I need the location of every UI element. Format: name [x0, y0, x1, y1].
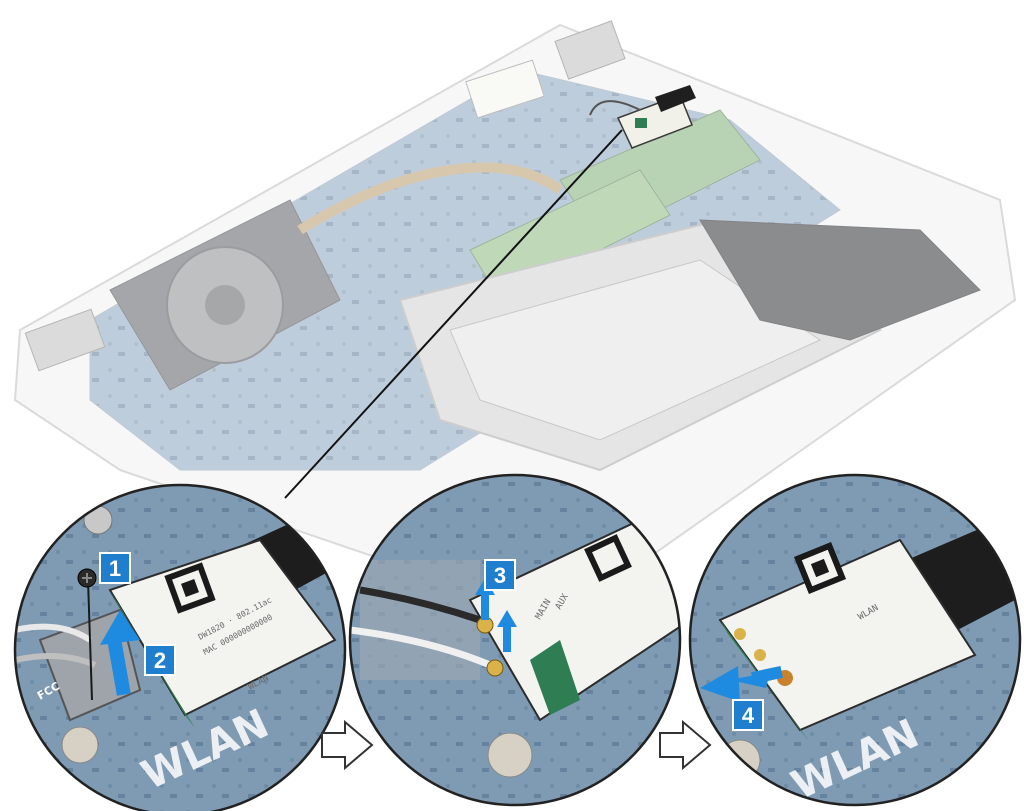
hinge-right [554, 20, 626, 80]
step-badge-1: 1 [99, 552, 131, 584]
battery-bay [699, 219, 981, 341]
step-number-1: 1 [109, 556, 121, 581]
step-badge-3: 3 [484, 559, 516, 591]
wlan-card-highlight [589, 85, 696, 149]
wlan-card-location [465, 59, 545, 119]
slide-arrow-icon [700, 666, 783, 702]
detail-circle-step-3: MAIN AUX WLAN [348, 473, 682, 807]
antenna-cable-white [350, 626, 492, 669]
next-step-arrow-icon [659, 719, 712, 771]
antenna-cable-black [359, 586, 482, 624]
detail-circle-step-4: WLAN WLAN [688, 473, 1022, 807]
step-number-3: 3 [494, 563, 506, 588]
step-badge-4: 4 [732, 699, 764, 731]
lift-arrow-icon [100, 610, 140, 696]
wlan-card-2 [468, 518, 680, 722]
laptop-base [13, 20, 1017, 622]
next-step-arrow-icon [321, 719, 374, 771]
touchpad-bracket [449, 259, 822, 441]
hinge-left [24, 308, 106, 372]
step-badge-2: 2 [144, 644, 176, 676]
screw-icon [77, 568, 97, 701]
detail-circle-step-1-2: DW1820 · 802.11ac MAC 000000000000 WLAN … [13, 483, 347, 811]
heat-pipe [297, 162, 563, 235]
step-number-4: 4 [742, 703, 755, 728]
callout-line [284, 129, 623, 499]
cooling-fan [109, 199, 341, 391]
step-number-2: 2 [154, 648, 166, 673]
